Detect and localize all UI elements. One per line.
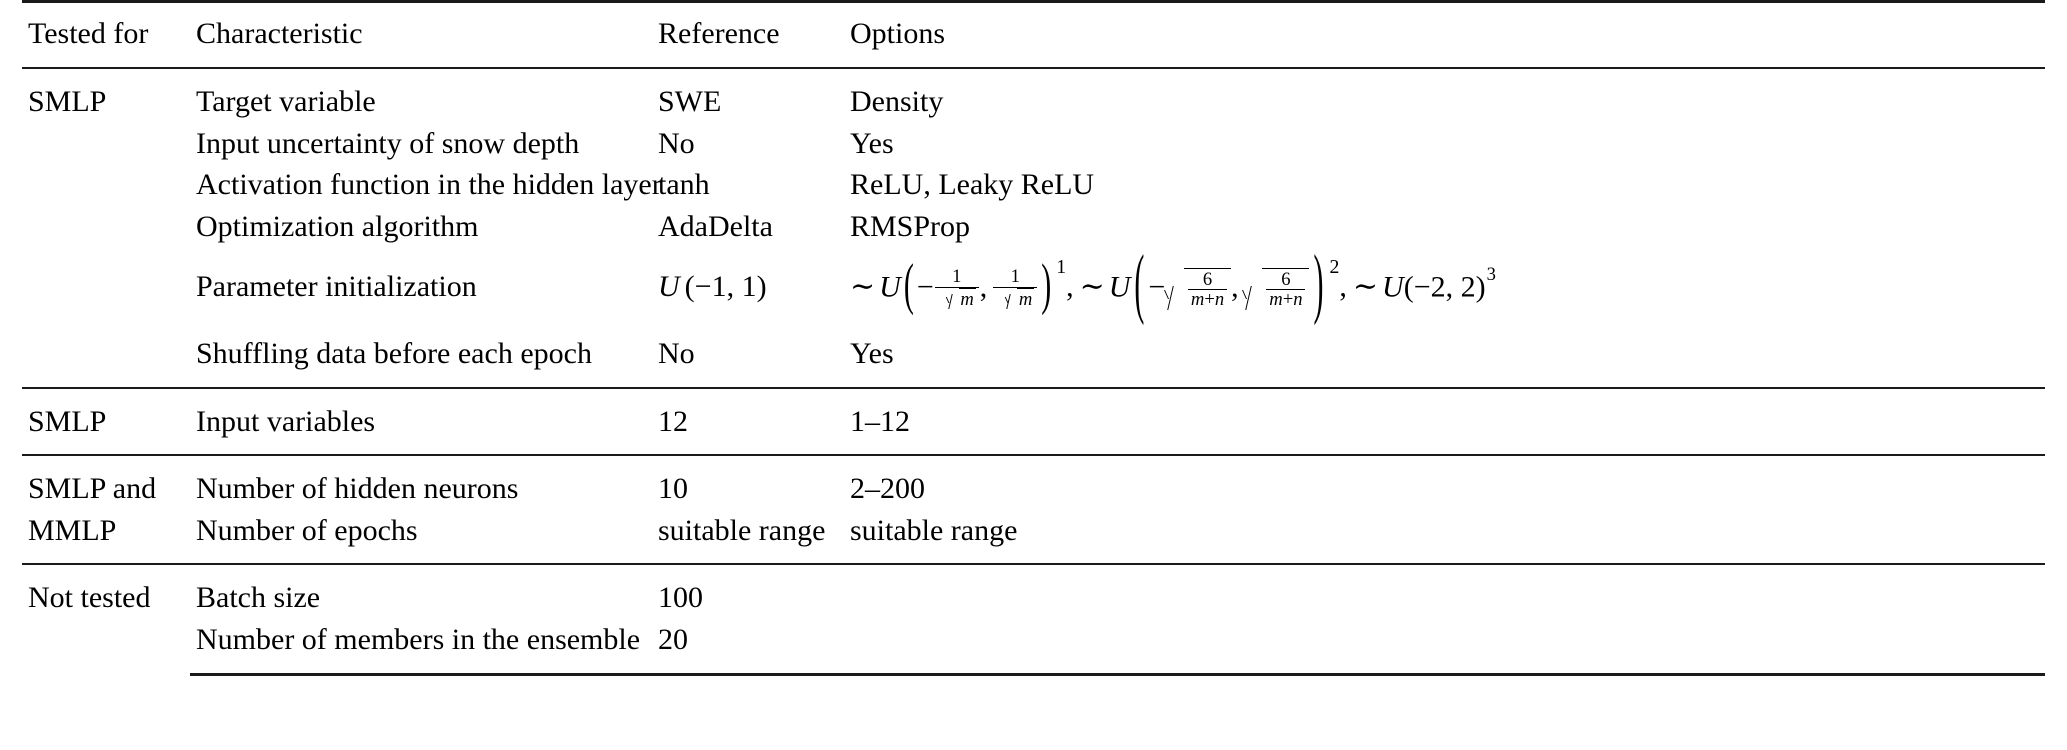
table-row: Optimization algorithm AdaDelta RMSProp — [22, 206, 2045, 248]
cell-options — [844, 563, 2045, 619]
table-row: MMLP Number of epochs suitable range sui… — [22, 510, 2045, 565]
cell-options: 2–200 — [844, 454, 2045, 510]
cell-characteristic: Batch size — [190, 563, 652, 619]
parameter-settings-table: Tested for Characteristic Reference Opti… — [22, 0, 2045, 676]
table-row: Activation function in the hidden layer … — [22, 164, 2045, 206]
cell-reference: suitable range — [658, 513, 826, 547]
cell-reference: 12 — [652, 386, 844, 456]
cell-tested-for: SMLP — [22, 67, 190, 388]
column-header-characteristic: Characteristic — [190, 0, 652, 69]
math-reference-uniform: U(−1, 1) — [658, 270, 767, 304]
cell-reference: 100 — [652, 563, 844, 619]
cell-characteristic: Number of hidden neurons — [190, 454, 652, 510]
cell-tested-for: SMLP — [22, 386, 190, 456]
cell-characteristic: Number of epochs — [196, 513, 418, 547]
cell-characteristic: Shuffling data before each epoch — [196, 336, 592, 370]
cell-options — [844, 618, 2045, 676]
cell-options: suitable range — [850, 513, 1018, 547]
cell-tested-for: Not tested — [22, 563, 190, 674]
column-header-options: Options — [844, 0, 2045, 69]
header-row: Tested for Characteristic Reference Opti… — [22, 0, 2045, 69]
cell-characteristic: Number of members in the ensemble — [190, 618, 652, 676]
cell-options: RMSProp — [850, 209, 971, 243]
cell-tested-for-continued: MMLP — [28, 513, 117, 547]
cell-characteristic: Input uncertainty of snow depth — [196, 126, 580, 160]
cell-reference: No — [658, 126, 695, 160]
table-row: SMLP Target variable SWE Density — [22, 67, 2045, 388]
cell-reference: 20 — [652, 618, 844, 676]
cell-characteristic: Optimization algorithm — [196, 209, 479, 243]
table-row: Input uncertainty of snow depth No Yes — [22, 123, 2045, 165]
cell-characteristic: Parameter initialization — [196, 270, 477, 304]
cell-characteristic: Input variables — [190, 386, 652, 456]
table-row: SMLP Input variables 12 1–12 — [22, 386, 2045, 456]
column-header-reference: Reference — [652, 0, 844, 69]
cell-tested-for: SMLP and — [22, 454, 190, 510]
table-row: Number of members in the ensemble 20 — [22, 618, 2045, 676]
cell-options: ReLU, Leaky ReLU — [850, 168, 1095, 202]
cell-options: Yes — [850, 126, 894, 160]
table-row: SMLP and Number of hidden neurons 10 2–2… — [22, 454, 2045, 510]
cell-characteristic: Activation function in the hidden layer — [196, 168, 662, 202]
cell-reference: tanh — [658, 168, 710, 202]
cell-reference: 10 — [652, 454, 844, 510]
column-header-tested-for: Tested for — [22, 0, 190, 69]
cell-reference: AdaDelta — [658, 209, 773, 243]
cell-reference: SWE — [652, 67, 844, 123]
table-header: Tested for Characteristic Reference Opti… — [22, 0, 2045, 69]
table-body: SMLP Target variable SWE Density Input u… — [22, 67, 2045, 676]
cell-options: Density — [844, 67, 2045, 123]
table-row: Shuffling data before each epoch No Yes — [22, 333, 2045, 388]
cell-reference: No — [658, 336, 695, 370]
table-row: Not tested Batch size 100 — [22, 563, 2045, 674]
cell-characteristic: Target variable — [190, 67, 652, 123]
cell-reference-math: U(−1, 1) — [652, 247, 844, 333]
cell-options: Yes — [850, 336, 894, 370]
cell-options: 1–12 — [844, 386, 2045, 456]
